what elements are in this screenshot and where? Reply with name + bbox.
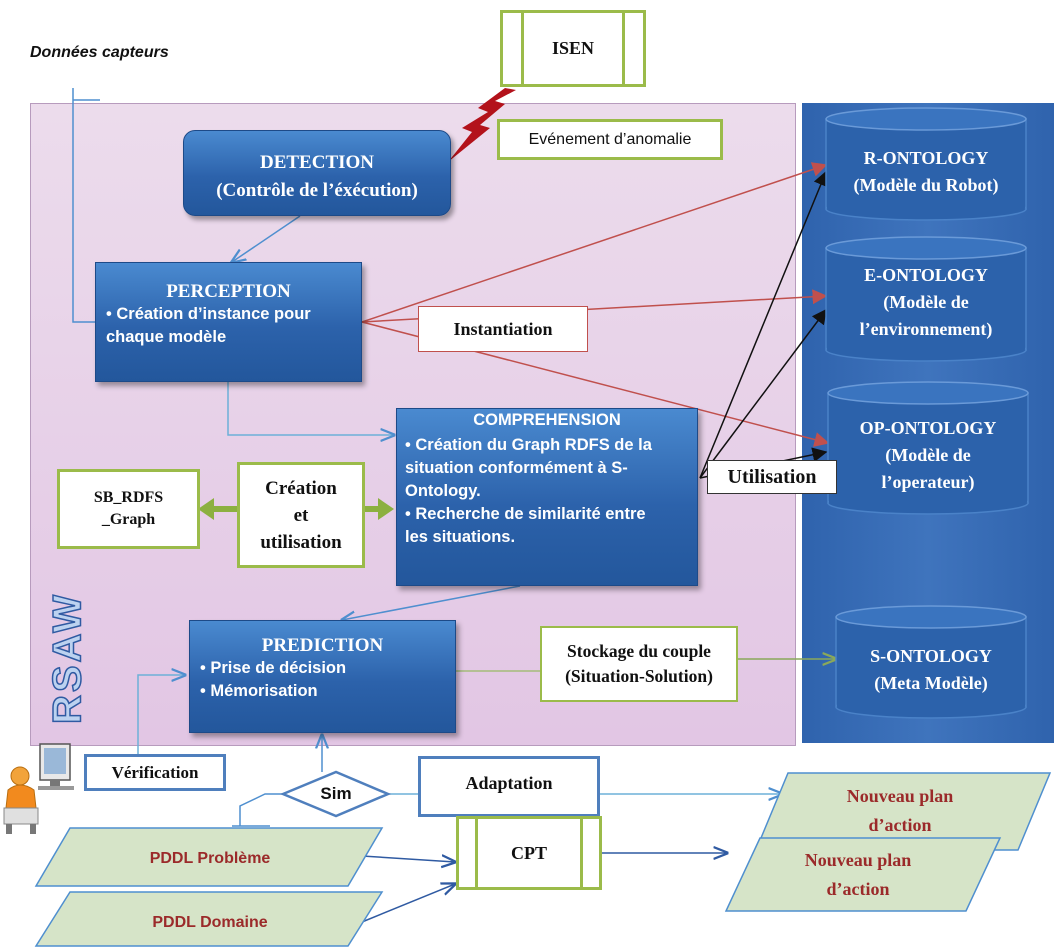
lightning-bolt-icon [448, 88, 516, 162]
r-ontology-title: R-ONTOLOGY [863, 148, 989, 168]
perception-box: PERCEPTION • Création d’instance pour ch… [95, 262, 362, 382]
comprehension-line: • Recherche de similarité entre [405, 505, 646, 523]
sb-rdfs-graph-box: SB_RDFS _Graph [57, 469, 200, 549]
isen-box: ISEN [500, 10, 646, 87]
detection-subtitle: (Contrôle de l’éxécution) [216, 180, 418, 201]
sensor-data-label: Données capteurs [30, 44, 169, 61]
e-ontology-subtitle: (Modèle de [883, 292, 969, 312]
comprehension-line: Ontology. [405, 482, 481, 500]
e-ontology-label: E-ONTOLOGY (Modèle de l’environnement) [826, 248, 1026, 360]
sbrdfs-line: SB_RDFS [93, 489, 164, 506]
op-ontology-title: OP-ONTOLOGY [859, 418, 997, 438]
cpt-box: CPT [456, 816, 602, 890]
anomaly-event-box: Evénement d’anomalie [497, 119, 723, 160]
verification-line [137, 675, 185, 754]
instantiation-label: Instantiation [418, 306, 588, 352]
cylinder-s-ontology [835, 605, 1027, 719]
stockage-line: (Situation-Solution) [565, 666, 713, 686]
cylinder-op-ontology [827, 381, 1029, 515]
e-ontology-title: E-ONTOLOGY [864, 265, 988, 285]
plan2-shape [724, 837, 1002, 912]
plan1-line: d’action [868, 815, 932, 835]
comprehension-title: COMPREHENSION [473, 411, 621, 429]
pddl-probleme-shape [34, 827, 384, 887]
creation-line: Création [265, 477, 337, 499]
prediction-bullet: • Mémorisation [200, 682, 318, 700]
pddl-domaine-label: PDDL Domaine [152, 913, 268, 931]
prediction-title: PREDICTION [261, 635, 384, 656]
stockage-line: Stockage du couple [567, 641, 711, 661]
perception-bullet: • Création d’instance pour [106, 305, 311, 323]
detection-to-perception-arrow [232, 215, 301, 262]
comprehension-to-prediction-arrow [342, 585, 521, 620]
comprehension-line: • Création du Graph RDFS de la [405, 436, 652, 454]
utilisation-arrow-e [699, 308, 827, 479]
creation-utilisation-label: Création et utilisation [237, 462, 365, 568]
op-ontology-label: OP-ONTOLOGY (Modèle de l’operateur) [828, 393, 1028, 513]
adaptation-label: Adaptation [418, 756, 600, 817]
instantiation-arrow-r [361, 162, 828, 323]
sbrdfs-double-arrow [198, 498, 394, 520]
r-ontology-subtitle: (Modèle du Robot) [853, 175, 999, 195]
comprehension-box: COMPREHENSION • Création du Graph RDFS d… [396, 408, 698, 586]
s-ontology-label: S-ONTOLOGY (Meta Modèle) [836, 617, 1026, 717]
comprehension-line: les situations. [405, 528, 516, 546]
pddl-domaine-shape [34, 891, 384, 947]
perception-title: PERCEPTION [166, 281, 291, 302]
sensor-data-line [72, 88, 100, 323]
s-ontology-title: S-ONTOLOGY [870, 646, 992, 666]
sbrdfs-line: _Graph [101, 511, 156, 528]
plan2-line: Nouveau plan [804, 850, 912, 870]
comprehension-line: situation conformément à S- [405, 459, 628, 477]
plan2-label: Nouveau plan d’action [738, 843, 978, 907]
sim-diamond [279, 770, 392, 818]
cylinder-r-ontology [825, 107, 1027, 221]
pddl-probleme-to-cpt-arrow [361, 856, 455, 862]
op-ontology-subtitle: (Modèle de [885, 445, 971, 465]
r-ontology-label: R-ONTOLOGY (Modèle du Robot) [826, 119, 1026, 219]
utilisation-label: Utilisation [707, 460, 837, 494]
utilisation-arrow-r [699, 170, 828, 479]
sim-to-pddl-line [239, 793, 283, 826]
detection-box: DETECTION (Contrôle de l’éxécution) [183, 130, 451, 216]
plan1-shape [754, 772, 1052, 851]
creation-line: et [293, 504, 309, 526]
prediction-box: PREDICTION • Prise de décision • Mémoris… [189, 620, 456, 733]
s-ontology-subtitle: (Meta Modèle) [874, 673, 988, 693]
operator-at-computer-icon [3, 743, 74, 834]
detection-title: DETECTION [259, 152, 375, 173]
plan1-label: Nouveau plan d’action [772, 778, 1028, 844]
cylinder-e-ontology [825, 236, 1027, 362]
op-ontology-subtitle-2: l’operateur) [881, 472, 975, 492]
stockage-label: Stockage du couple (Situation-Solution) [540, 626, 738, 702]
e-ontology-subtitle-2: l’environnement) [859, 319, 993, 339]
sim-label: Sim [320, 784, 352, 803]
plan2-line: d’action [826, 879, 890, 899]
creation-line: utilisation [260, 531, 342, 553]
plan1-line: Nouveau plan [846, 786, 954, 806]
perception-to-comprehension-arrow [227, 382, 394, 435]
pddl-probleme-label: PDDL Problème [149, 849, 271, 867]
perception-bullet-cont: chaque modèle [106, 328, 227, 346]
pddl-domaine-to-cpt-arrow [361, 884, 455, 923]
prediction-bullet: • Prise de décision [200, 659, 347, 677]
verification-label: Vérification [84, 754, 226, 791]
